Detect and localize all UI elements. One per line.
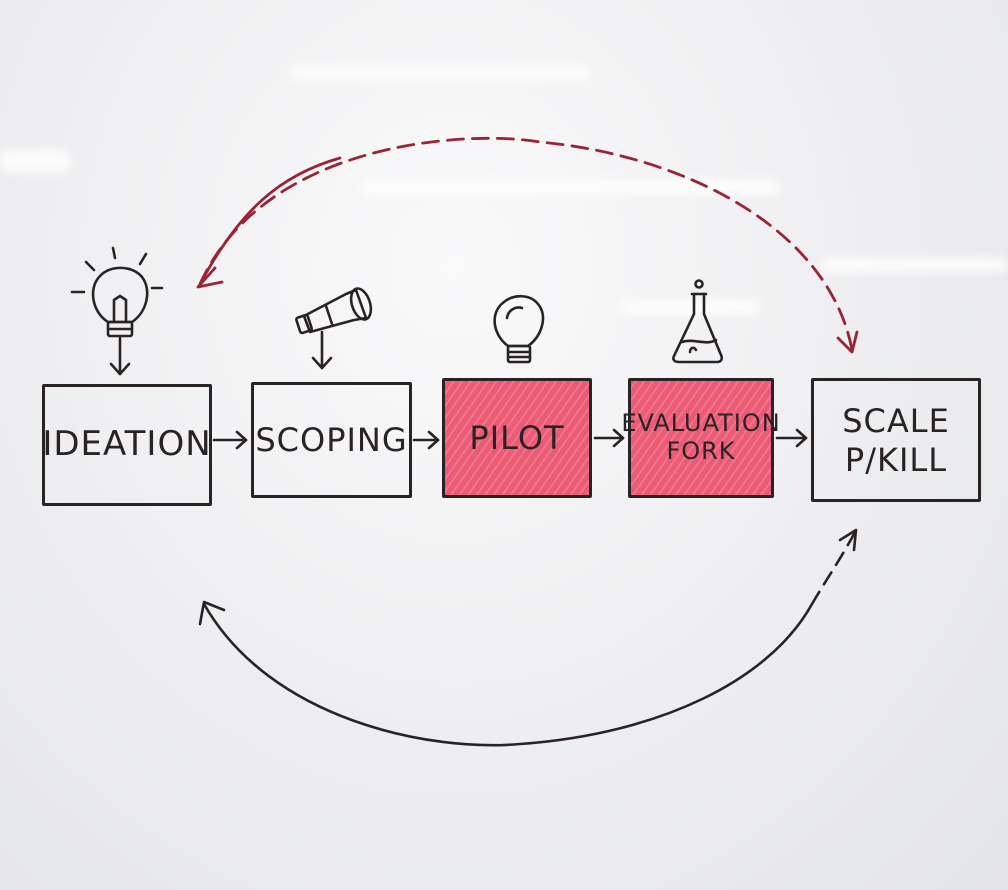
flow-arrow	[775, 428, 808, 448]
board-glare	[820, 258, 1008, 272]
board-glare	[290, 66, 590, 80]
lightbulb-icon	[70, 246, 164, 376]
flask-icon	[672, 279, 724, 364]
board-glare	[360, 180, 780, 194]
lightbulb-outline-icon	[493, 294, 545, 364]
feedback-loop-arrow	[198, 528, 858, 747]
flow-arrow	[412, 430, 440, 450]
board-glare	[620, 300, 760, 314]
node-scoping: SCOPING	[251, 382, 412, 498]
node-label-line-1: EVALUATION	[621, 409, 781, 438]
node-label-line-2: P/KILL	[844, 441, 948, 479]
node-label: SCOPING	[255, 420, 408, 459]
node-ideation: IDEATION	[42, 384, 212, 506]
return-loop-arrow	[196, 136, 859, 354]
flow-arrow	[593, 428, 625, 448]
node-label-line-1: SCALE	[842, 402, 950, 441]
node-scale-kill: SCALE P/KILL	[811, 378, 981, 502]
node-label-line-2: FORK	[666, 437, 736, 465]
node-label: IDEATION	[42, 424, 212, 465]
megaphone-icon	[295, 287, 373, 370]
node-label: PILOT	[469, 418, 565, 457]
board-glare	[0, 150, 70, 172]
flow-arrow	[212, 430, 248, 450]
node-evaluation-fork: EVALUATION FORK	[621, 378, 780, 498]
node-pilot: PILOT	[442, 378, 592, 498]
